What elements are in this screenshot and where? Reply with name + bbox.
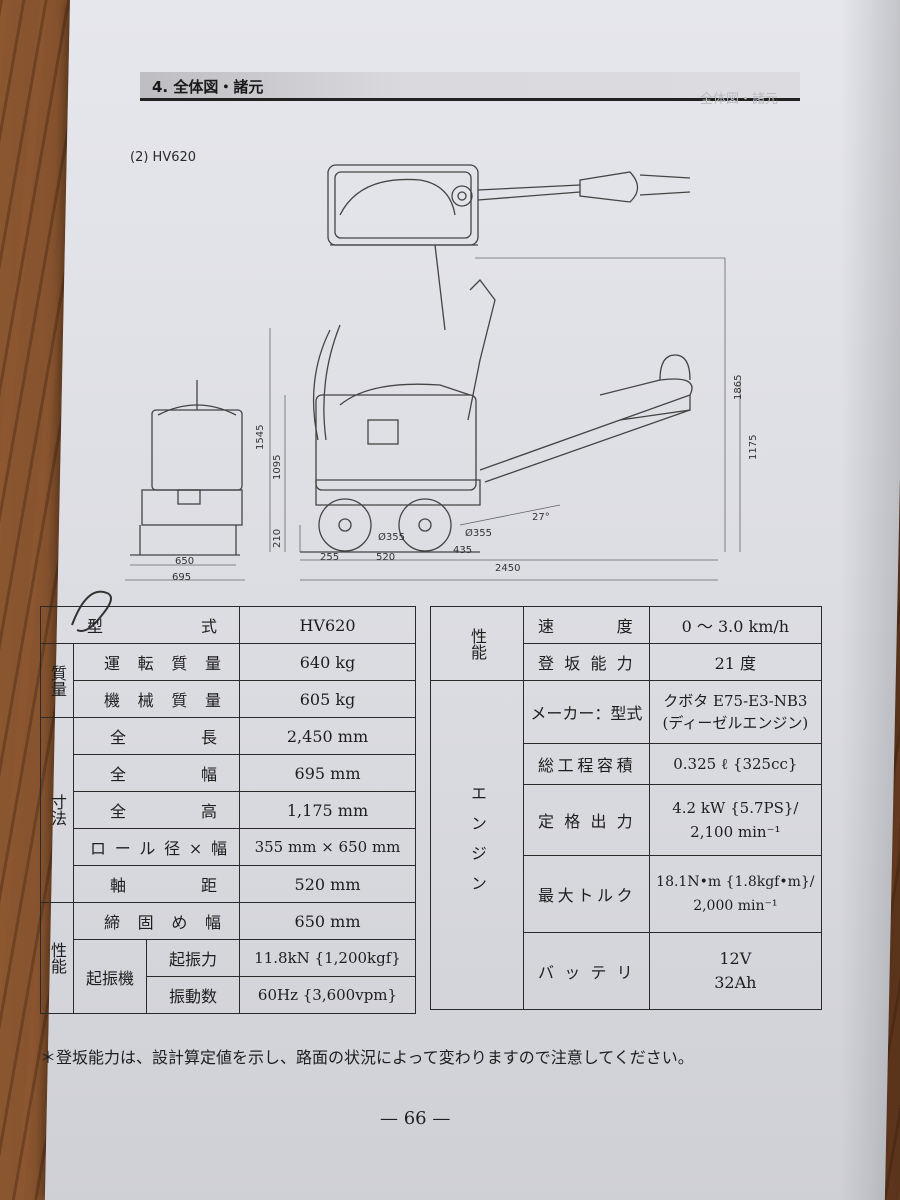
section-header: 4. 全体図・諸元: [140, 72, 800, 101]
dim-650: 650: [175, 556, 195, 567]
width-label-1: 全: [110, 765, 127, 784]
dim-255: 255: [320, 552, 340, 563]
page-number: — 66 —: [380, 1108, 451, 1129]
torque-label: 最大トルク: [523, 855, 650, 933]
mach-mass-label: 機械質量: [73, 680, 240, 718]
dim-520: 520: [376, 552, 396, 563]
width-value: 695 mm: [239, 754, 416, 792]
spec-table-left: 型 式 HV620 質量 運転質量 640 kg 機械質量 605 kg 寸法 …: [40, 606, 416, 1014]
axle-label-2: 距: [200, 876, 217, 895]
rated-value-2: 2,100 min⁻¹: [690, 823, 781, 841]
maker-value-2: (ディーゼルエンジン): [662, 714, 809, 732]
climb-label: 登坂能力: [523, 643, 650, 681]
battery-label: バッテリ: [523, 932, 650, 1010]
group-perf-left: 性能: [40, 902, 74, 1014]
speed-label: 速度: [523, 606, 650, 644]
torque-value-cell: 18.1N•m {1.8kgf•m}/ 2,000 min⁻¹: [648, 855, 823, 933]
model-label: (2) HV620: [130, 150, 197, 165]
torque-value-1: 18.1N•m {1.8kgf•m}/: [656, 874, 815, 890]
length-label-1: 全: [110, 728, 127, 747]
model-head-cell: 型 式: [40, 606, 240, 644]
maker-value-cell: クボタ E75-E3-NB3 (ディーゼルエンジン): [648, 680, 823, 744]
length-label-2: 長: [200, 728, 217, 747]
model-value: HV620: [239, 606, 416, 644]
freq-label: 振動数: [146, 976, 240, 1014]
exciter-label: 起振機: [73, 939, 147, 1014]
force-value: 11.8kN {1,200kgf}: [239, 939, 416, 977]
displacement-label: 総工程容積: [523, 743, 650, 785]
battery-value-cell: 12V 32Ah: [648, 932, 823, 1010]
bleed-through-text: 全体図・諸元: [700, 92, 779, 107]
machine-drawing: [125, 164, 741, 581]
model-head2: 式: [200, 617, 217, 636]
battery-value-1: 12V: [719, 949, 752, 968]
rated-value-cell: 4.2 kW {5.7PS}/ 2,100 min⁻¹: [648, 784, 823, 856]
model-head: 型: [87, 617, 104, 636]
compact-label: 締固め幅: [73, 902, 240, 940]
roll-label: ロール径×幅: [73, 828, 240, 866]
rated-value-1: 4.2 kW {5.7PS}/: [672, 799, 799, 817]
axle-label-1: 軸: [110, 876, 127, 895]
front-view-drawing: [130, 380, 243, 556]
width-label-cell: 全 幅: [73, 754, 240, 792]
dimension-lines: [125, 257, 741, 581]
dim-2450: 2450: [495, 563, 521, 574]
rated-label: 定格出力: [523, 784, 650, 856]
group-dim: 寸法: [40, 717, 74, 903]
axle-value: 520 mm: [239, 865, 416, 903]
op-mass-value: 640 kg: [239, 643, 416, 681]
dim-1175: 1175: [748, 434, 759, 460]
length-value: 2,450 mm: [239, 717, 416, 755]
torque-value-2: 2,000 min⁻¹: [693, 898, 778, 914]
axle-label-cell: 軸 距: [73, 865, 240, 903]
dim-1095: 1095: [272, 454, 283, 480]
maker-value-1: クボタ E75-E3-NB3: [663, 692, 808, 710]
dim-210: 210: [272, 528, 283, 548]
height-value: 1,175 mm: [239, 791, 416, 829]
mach-mass-value: 605 kg: [239, 680, 416, 718]
maker-label: メーカー：型式: [523, 680, 650, 744]
width-label-2: 幅: [200, 765, 217, 784]
height-label-2: 高: [200, 802, 217, 821]
op-mass-label: 運転質量: [73, 643, 240, 681]
compact-value: 650 mm: [239, 902, 416, 940]
battery-value-2: 32Ah: [714, 973, 757, 992]
dim-1865: 1865: [733, 374, 744, 400]
page-shadow: [840, 0, 900, 1200]
dim-roll-dia-1: Ø355: [378, 532, 405, 543]
spec-table-right: 性能 速度 0 ～ 3.0 km/h 登坂能力 21 度 エンジン メーカー：型…: [430, 606, 823, 1010]
climb-value: 21 度: [648, 643, 823, 681]
group-mass: 質量: [40, 643, 74, 718]
dim-695: 695: [172, 572, 192, 583]
group-engine: エンジン: [430, 680, 524, 1010]
roll-value: 355 mm × 650 mm: [239, 828, 416, 866]
freq-value: 60Hz {3,600vpm}: [239, 976, 416, 1014]
height-label-1: 全: [110, 802, 127, 821]
section-title: 4. 全体図・諸元: [152, 78, 264, 96]
dim-angle: 27°: [532, 512, 550, 523]
height-label-cell: 全 高: [73, 791, 240, 829]
displacement-value: 0.325 ℓ {325cc}: [648, 743, 823, 785]
top-view-drawing: [327, 164, 691, 246]
side-view-drawing: [300, 244, 693, 553]
footnote: ＊登坂能力は、設計算定値を示し、路面の状況によって変わりますので注意してください…: [40, 1048, 694, 1067]
length-label-cell: 全 長: [73, 717, 240, 755]
force-label: 起振力: [146, 939, 240, 977]
dim-435: 435: [453, 545, 473, 556]
group-perf-right: 性能: [430, 606, 524, 681]
speed-value: 0 ～ 3.0 km/h: [648, 606, 823, 644]
dim-1545: 1545: [255, 424, 266, 450]
dim-roll-dia-2: Ø355: [465, 528, 492, 539]
